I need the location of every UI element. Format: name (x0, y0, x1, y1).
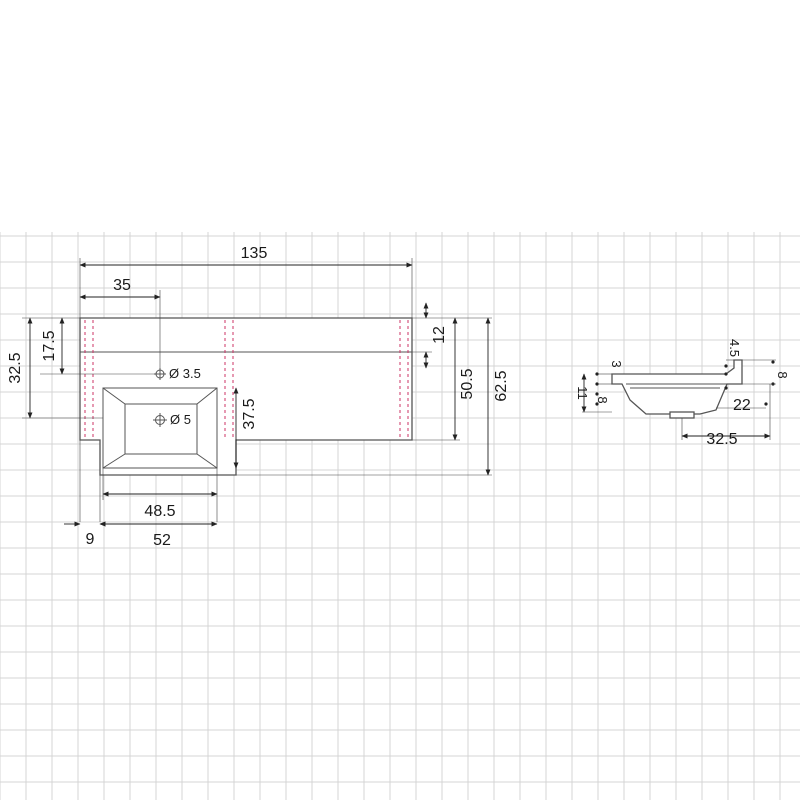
basin-outer (102, 387, 218, 469)
dim-depth-right: 50.5 (459, 368, 476, 399)
dim-left-margin: 9 (86, 531, 95, 548)
side-profile (611, 359, 743, 415)
drain-fitting (669, 411, 695, 419)
dim-overall-depth: 62.5 (493, 370, 510, 401)
basin-corner (102, 453, 126, 469)
dim-basin-offset: 35 (113, 277, 131, 294)
basin-inner (124, 403, 198, 455)
plan-view: Ø 3.5 Ø 5 135 35 32.5 1 (7, 245, 510, 549)
basin-corner (196, 387, 218, 405)
basin-corner (196, 453, 218, 469)
dim-top-step: 4.5 (727, 339, 742, 357)
dim-top-rim: 12 (431, 326, 448, 344)
countertop-outline (79, 317, 413, 476)
background-grid (0, 232, 800, 800)
dim-drain-offset: 32.5 (706, 431, 737, 448)
dim-basin-inner-width: 48.5 (144, 503, 175, 520)
dim-overall-width: 135 (241, 245, 268, 262)
dim-basin-height: 37.5 (241, 398, 258, 429)
dim-left-total: 11 (575, 386, 590, 400)
tap-hole-label: Ø 3.5 (169, 366, 201, 381)
dim-basin-outer-width: 52 (153, 532, 171, 549)
dim-right-edge: 8 (775, 371, 790, 378)
side-view: 3 11 8 4.5 8 22 32.5 (575, 339, 790, 448)
basin-corner (102, 387, 126, 405)
dim-left-lower: 8 (595, 396, 610, 403)
drain-hole-symbol (153, 413, 167, 427)
dim-rim-thickness: 3 (609, 360, 624, 367)
drain-hole-label: Ø 5 (170, 412, 191, 427)
dim-bowl-depth: 22 (733, 397, 751, 414)
dim-depth-tap: 17.5 (41, 330, 58, 361)
dim-depth-left: 32.5 (7, 352, 24, 383)
